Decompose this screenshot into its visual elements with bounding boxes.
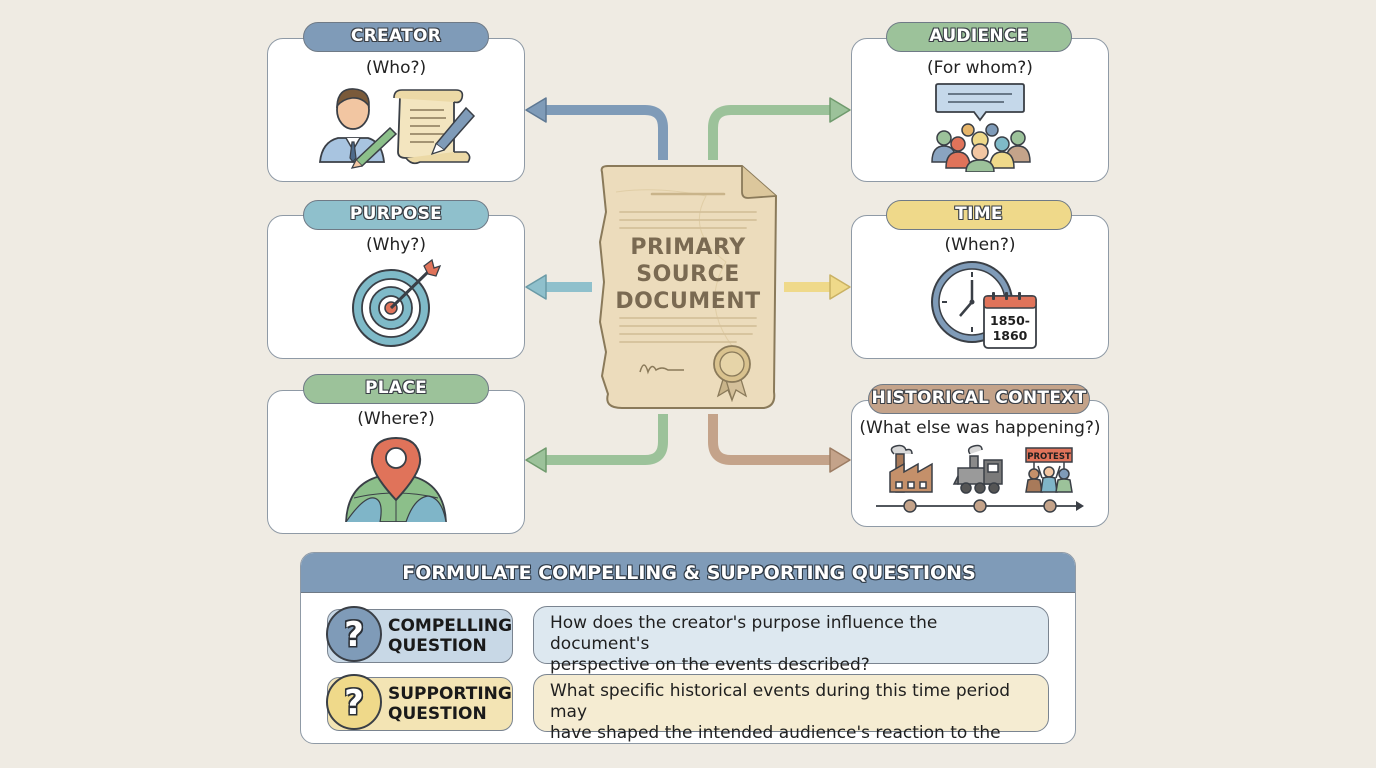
supporting-question-bubble: What specific historical events during t… (533, 674, 1049, 743)
wax-seal-icon (713, 345, 751, 402)
context-pill: HISTORICAL CONTEXT (868, 384, 1090, 414)
compelling-text-line-2: perspective on the events described? (550, 655, 870, 675)
protest-sign-text: PROTEST (1027, 452, 1071, 462)
question-mark-icon: ? (326, 674, 382, 730)
questions-header: FORMULATE COMPELLING & SUPPORTING QUESTI… (301, 553, 1075, 593)
clock-calendar-icon: 1850- 1860 (931, 261, 1037, 349)
audience-crowd-icon (931, 83, 1031, 172)
context-question: (What else was happening?) (859, 418, 1101, 438)
supporting-label-line-1: SUPPORTING (388, 684, 512, 704)
creator-question: (Who?) (365, 58, 427, 78)
document-title-line-3: DOCUMENT (615, 289, 761, 314)
arrow-to-place (542, 414, 668, 465)
purpose-pill: PURPOSE (303, 200, 489, 230)
protest-icon (1025, 447, 1073, 493)
time-pill: TIME (886, 200, 1072, 230)
creator-pill: CREATOR (303, 22, 489, 52)
compelling-label-line-2: QUESTION (388, 636, 487, 656)
map-pin-globe-icon (345, 436, 447, 522)
questions-panel: FORMULATE COMPELLING & SUPPORTING QUESTI… (300, 552, 1076, 744)
audience-question: (For whom?) (927, 58, 1033, 78)
purpose-question: (Why?) (366, 235, 426, 255)
arrow-to-context (708, 414, 832, 465)
time-question: (When?) (944, 235, 1016, 255)
compelling-question-bubble: How does the creator's purpose influence… (533, 606, 1049, 675)
supporting-label-line-2: QUESTION (388, 704, 487, 724)
audience-pill: AUDIENCE (886, 22, 1072, 52)
place-pill: PLACE (303, 374, 489, 404)
compelling-label-line-1: COMPELLING (388, 616, 513, 636)
question-mark-icon: ? (326, 606, 382, 662)
author-with-scroll-icon (319, 88, 476, 169)
supporting-text-line-2: have shaped the intended audience's reac… (550, 723, 1001, 743)
target-icon (352, 258, 442, 347)
arrow-to-audience (708, 105, 832, 160)
compelling-text-line-1: How does the creator's purpose influence… (550, 613, 938, 654)
primary-source-document (598, 165, 778, 409)
supporting-text-line-1: What specific historical events during t… (550, 681, 1011, 722)
calendar-years-top: 1850- (990, 313, 1030, 328)
supporting-question-tag: ? SUPPORTING QUESTION (326, 674, 513, 731)
train-icon (952, 444, 1003, 494)
place-question: (Where?) (357, 409, 435, 429)
factory-icon (889, 444, 933, 493)
document-title-line-1: PRIMARY (630, 235, 746, 260)
document-title-line-2: SOURCE (636, 262, 740, 287)
calendar-years-bottom: 1860 (993, 328, 1028, 343)
historical-timeline-icon: PROTEST (876, 444, 1084, 513)
creator-card (267, 38, 525, 182)
arrow-to-creator (542, 105, 668, 160)
compelling-question-tag: ? COMPELLING QUESTION (326, 606, 513, 663)
